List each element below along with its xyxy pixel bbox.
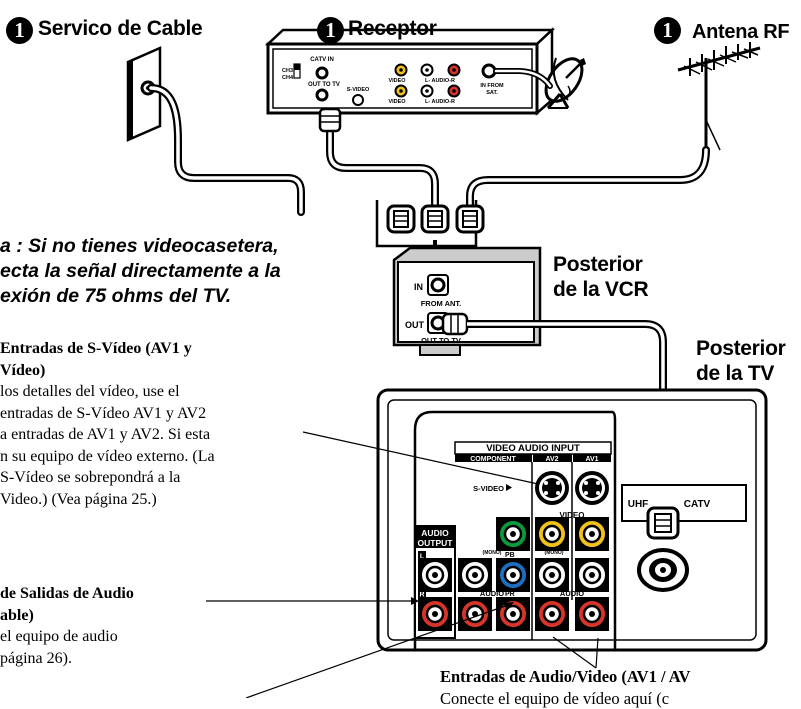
audio-output-label-1: AUDIO — [421, 528, 449, 538]
tv-back-heading-line1: Posterior — [696, 336, 786, 361]
svideo-section-line6: Video.) (Vea página 25.) — [0, 489, 215, 511]
svg-text:CH4: CH4 — [282, 75, 294, 81]
pb-jack — [496, 558, 530, 592]
vcr-out-label: OUT — [405, 320, 425, 330]
svideo-section: Entradas de S-Vídeo (AV1 y Vídeo) los de… — [0, 338, 215, 510]
av1-label: AV1 — [585, 456, 598, 463]
audio-l-av1-jack — [575, 558, 609, 592]
svideo-section-title2: Vídeo) — [0, 362, 45, 379]
audio-output-section-title1: de Salidas de Audio — [0, 585, 134, 602]
audio-r-av1-jack — [575, 597, 609, 631]
audio-output-section-line2: página 26). — [0, 648, 134, 670]
audio-output-section-title2: able) — [0, 607, 34, 624]
vcr-back-heading-line2: de la VCR — [553, 277, 648, 302]
svideo-section-title1: Entradas de S-Vídeo (AV1 y — [0, 340, 192, 357]
catv-label: CATV — [684, 499, 711, 510]
audio-l-av2-jack — [535, 558, 569, 592]
tv-back-heading: Posterior de la TV — [696, 336, 786, 386]
svg-text:CH3: CH3 — [282, 68, 293, 74]
svideo-section-line3: a entradas de AV1 y AV2. Si esta — [0, 424, 215, 446]
receiver-out-connector — [320, 109, 340, 131]
svideo-section-line4: n su equipo de vídeo externo. (La — [0, 446, 215, 468]
svg-text:SAT.: SAT. — [486, 90, 498, 96]
audio-out-r-jack — [418, 597, 452, 631]
catv-in-label: CATV IN — [310, 57, 334, 63]
note-line2: ecta la señal directamente a la — [0, 259, 281, 284]
receiver-audio-label: L- AUDIO-R — [425, 78, 455, 84]
pr-label: PR — [505, 591, 515, 598]
rf-antenna-icon — [678, 42, 760, 150]
svideo-section-line1: los detalles del vídeo, use el — [0, 381, 215, 403]
tv-back-heading-line2: de la TV — [696, 361, 786, 386]
svg-text:IN FROM: IN FROM — [480, 83, 504, 89]
y-jack — [496, 517, 530, 551]
uhf-label: UHF — [628, 499, 649, 510]
audio-out-l-jack — [418, 558, 452, 592]
pb-label: PB — [505, 552, 515, 559]
receiver-audio-label-2: L- AUDIO-R — [425, 99, 455, 105]
step-number-badge-2: 1 — [317, 17, 344, 44]
video-audio-input-label: VIDEO AUDIO INPUT — [486, 443, 580, 454]
av-input-section: Entradas de Audio/Video (AV1 / AV Conect… — [440, 666, 690, 709]
tv-svideo-label: S-VIDEO — [473, 484, 504, 493]
audio-output-label-2: OUTPUT — [418, 538, 454, 548]
av2-label: AV2 — [545, 456, 558, 463]
step-number-badge-3: 1 — [654, 17, 681, 44]
receiver-heading: Receptor — [348, 17, 437, 41]
receiver-video-label: VIDEO — [388, 78, 406, 84]
audio-output-section-line1: el equipo de audio — [0, 626, 134, 648]
mono-l-jack — [458, 558, 492, 592]
component-label: COMPONENT — [470, 456, 516, 463]
audio-output-section: de Salidas de Audio able) el equipo de a… — [0, 583, 134, 669]
note-text: a : Si no tienes videocasetera, ecta la … — [0, 234, 281, 309]
svideo-section-line5: S-Vídeo se sobrepondrá a la — [0, 467, 215, 489]
receiver-video-label-2: VIDEO — [388, 99, 406, 105]
av-input-section-line1: Conecte el equipo de vídeo aquí (c — [440, 688, 690, 709]
cable-service-heading: Servico de Cable — [38, 17, 202, 41]
video-av2-jack — [535, 517, 569, 551]
vcr-back-panel: IN FROM ANT. OUT OUT TO TV — [394, 248, 540, 355]
av-input-section-title: Entradas de Audio/Video (AV1 / AV — [440, 667, 690, 686]
audio-r-av2-jack — [535, 597, 569, 631]
svideo-av2-jack — [535, 471, 569, 505]
vcr-in-label: IN — [414, 282, 423, 292]
step-number-badge: 1 — [6, 17, 33, 44]
out-to-tv-label: OUT TO TV — [308, 82, 340, 88]
receiver-svideo-label: S-VIDEO — [347, 87, 370, 93]
svideo-section-line2: entradas de S-Vídeo AV1 y AV2 — [0, 403, 215, 425]
audio-r-jack — [458, 597, 492, 631]
tv-back-panel: VIDEO AUDIO INPUT COMPONENT AV2 AV1 S-VI… — [378, 390, 766, 650]
svideo-av1-jack — [575, 471, 609, 505]
note-line3: exión de 75 ohms del TV. — [0, 284, 281, 309]
antenna-heading: Antena RF — [692, 21, 789, 44]
tv-antenna-jack — [639, 550, 687, 590]
vcr-back-heading-line1: Posterior — [553, 252, 648, 277]
vcr-back-heading: Posterior de la VCR — [553, 252, 648, 302]
note-line1: a : Si no tienes videocasetera, — [0, 234, 281, 259]
video-av1-jack — [575, 517, 609, 551]
tv-coax-connector — [648, 508, 678, 538]
cable-wall-outlet — [128, 48, 160, 140]
vcr-from-ant-label: FROM ANT. — [421, 299, 462, 308]
vcr-out-to-tv-label: OUT TO TV — [421, 336, 461, 345]
